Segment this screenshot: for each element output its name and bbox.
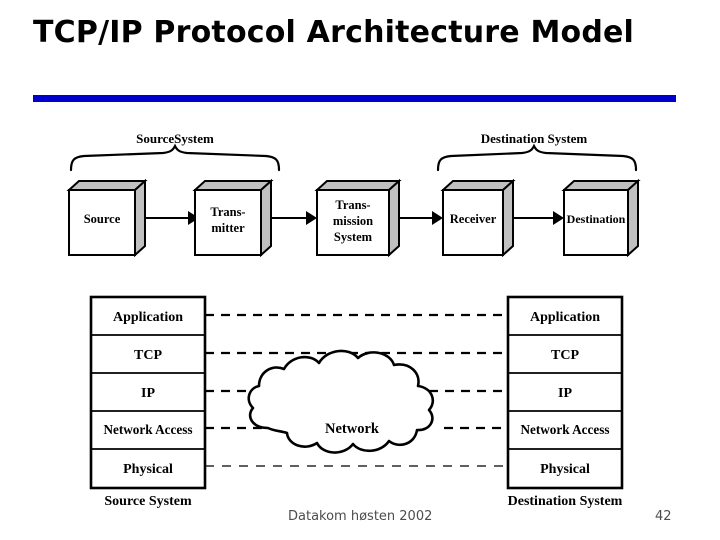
source-layer-network-access: Network Access [104,422,193,437]
destination-layer-application: Application [530,310,600,325]
bottom-protocol-diagram: Network Application TCP IP Network Acces… [89,295,624,509]
block-source: Source [66,178,148,258]
source-layer-application: Application [113,310,183,325]
source-layer-physical: Physical [123,462,173,477]
destination-layer-network-access: Network Access [521,422,610,437]
destination-layer-physical: Physical [540,462,590,477]
source-protocol-stack: Application TCP IP Network Access Physic… [89,295,207,509]
network-cloud-label: Network [325,421,380,437]
block-transmitter: Trans- mitter [192,178,274,258]
destination-layer-tcp: TCP [551,348,579,363]
footer-page-number: 42 [655,509,672,524]
block-transmitter-label-line1: Trans- [210,205,245,219]
block-transmission-system-label-line1: Trans- [335,198,370,212]
block-destination-label: Destination [567,212,626,226]
block-transmission-system-label-line2: mission [333,214,373,228]
block-transmitter-label-line2: mitter [211,221,245,235]
network-cloud: Network [247,349,435,454]
block-transmission-system-label-line3: System [334,230,373,244]
destination-system-group-label: Destination System [481,131,588,146]
page-title: TCP/IP Protocol Architecture Model [33,15,635,50]
destination-stack-caption: Destination System [508,494,623,509]
source-stack-caption: Source System [104,494,192,509]
block-receiver-label: Receiver [450,212,497,226]
destination-layer-ip: IP [558,386,572,401]
title-underline-rule [33,95,676,102]
block-source-label: Source [84,212,121,226]
block-destination: Destination [561,178,641,258]
source-layer-ip: IP [141,386,155,401]
block-transmission-system: Trans- mission System [314,178,402,258]
footer-course-note: Datakom høsten 2002 [288,509,433,524]
top-arrow-heads [188,211,564,225]
destination-system-brace [436,143,638,172]
top-block-diagram: SourceSystem Destination System Source [66,131,641,258]
source-system-group-label: SourceSystem [136,131,214,146]
block-receiver: Receiver [440,178,516,258]
source-system-brace [69,143,281,172]
source-layer-tcp: TCP [134,348,162,363]
destination-protocol-stack: Application TCP IP Network Access Physic… [506,295,624,509]
